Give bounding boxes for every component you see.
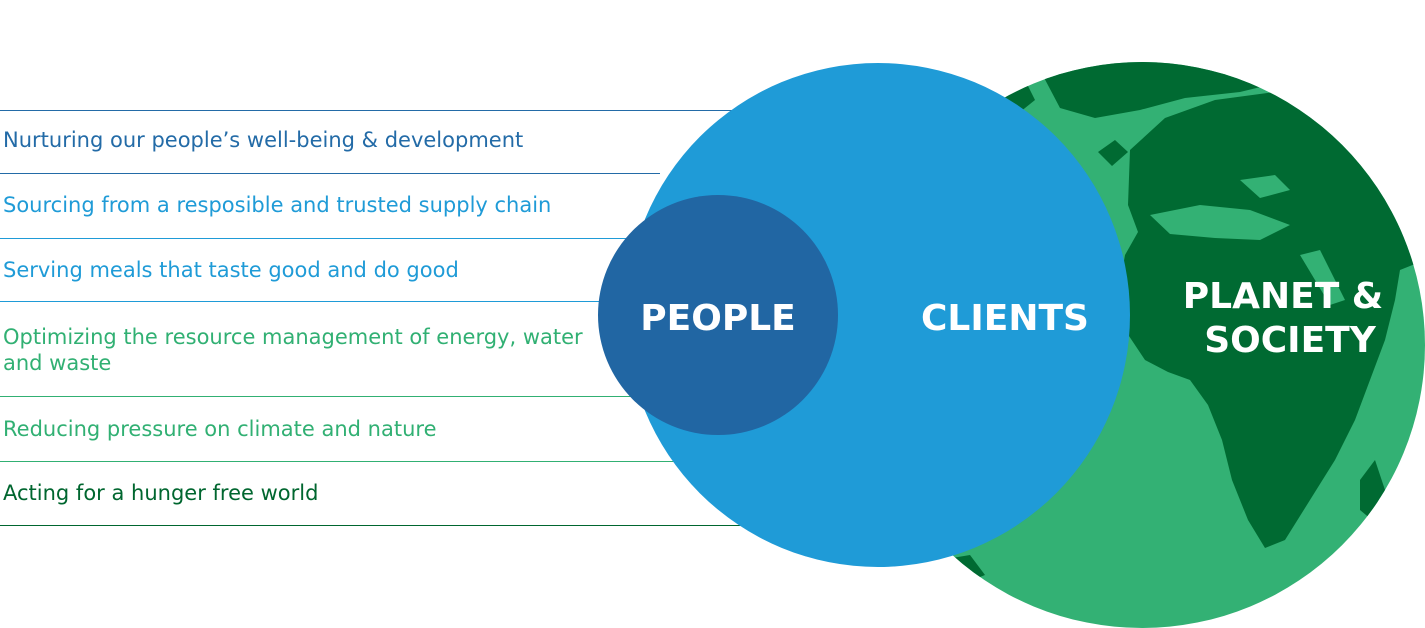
pillar-item-resources: Optimizing the resource management of en… — [3, 325, 583, 375]
clients-circle — [626, 63, 1130, 567]
people-circle — [598, 195, 838, 435]
planet-label-line2: SOCIETY — [1204, 320, 1376, 361]
sea-mediterranean — [1150, 205, 1290, 240]
clients-label: CLIENTS — [921, 298, 1089, 339]
pillar-item-meals: Serving meals that taste good and do goo… — [3, 258, 459, 282]
rule-3 — [0, 238, 640, 239]
sea-black — [1240, 175, 1290, 198]
island-2 — [1360, 460, 1385, 520]
rule-5 — [0, 396, 640, 397]
pillar-item-wellbeing: Nurturing our people’s well-being & deve… — [3, 128, 524, 152]
rule-2 — [0, 173, 660, 174]
island-1 — [1098, 140, 1128, 166]
pillar-item-climate: Reducing pressure on climate and nature — [3, 417, 437, 441]
rule-4 — [0, 301, 620, 302]
pillar-item-hunger: Acting for a hunger free world — [3, 481, 319, 505]
pillar-item-supply-chain: Sourcing from a resposible and trusted s… — [3, 193, 552, 217]
people-label: PEOPLE — [640, 298, 796, 339]
rule-7 — [0, 525, 760, 526]
sea-red — [1300, 250, 1345, 305]
rule-6 — [0, 461, 680, 462]
rule-1 — [0, 110, 760, 111]
planet-label-line1: PLANET & — [1183, 276, 1383, 317]
